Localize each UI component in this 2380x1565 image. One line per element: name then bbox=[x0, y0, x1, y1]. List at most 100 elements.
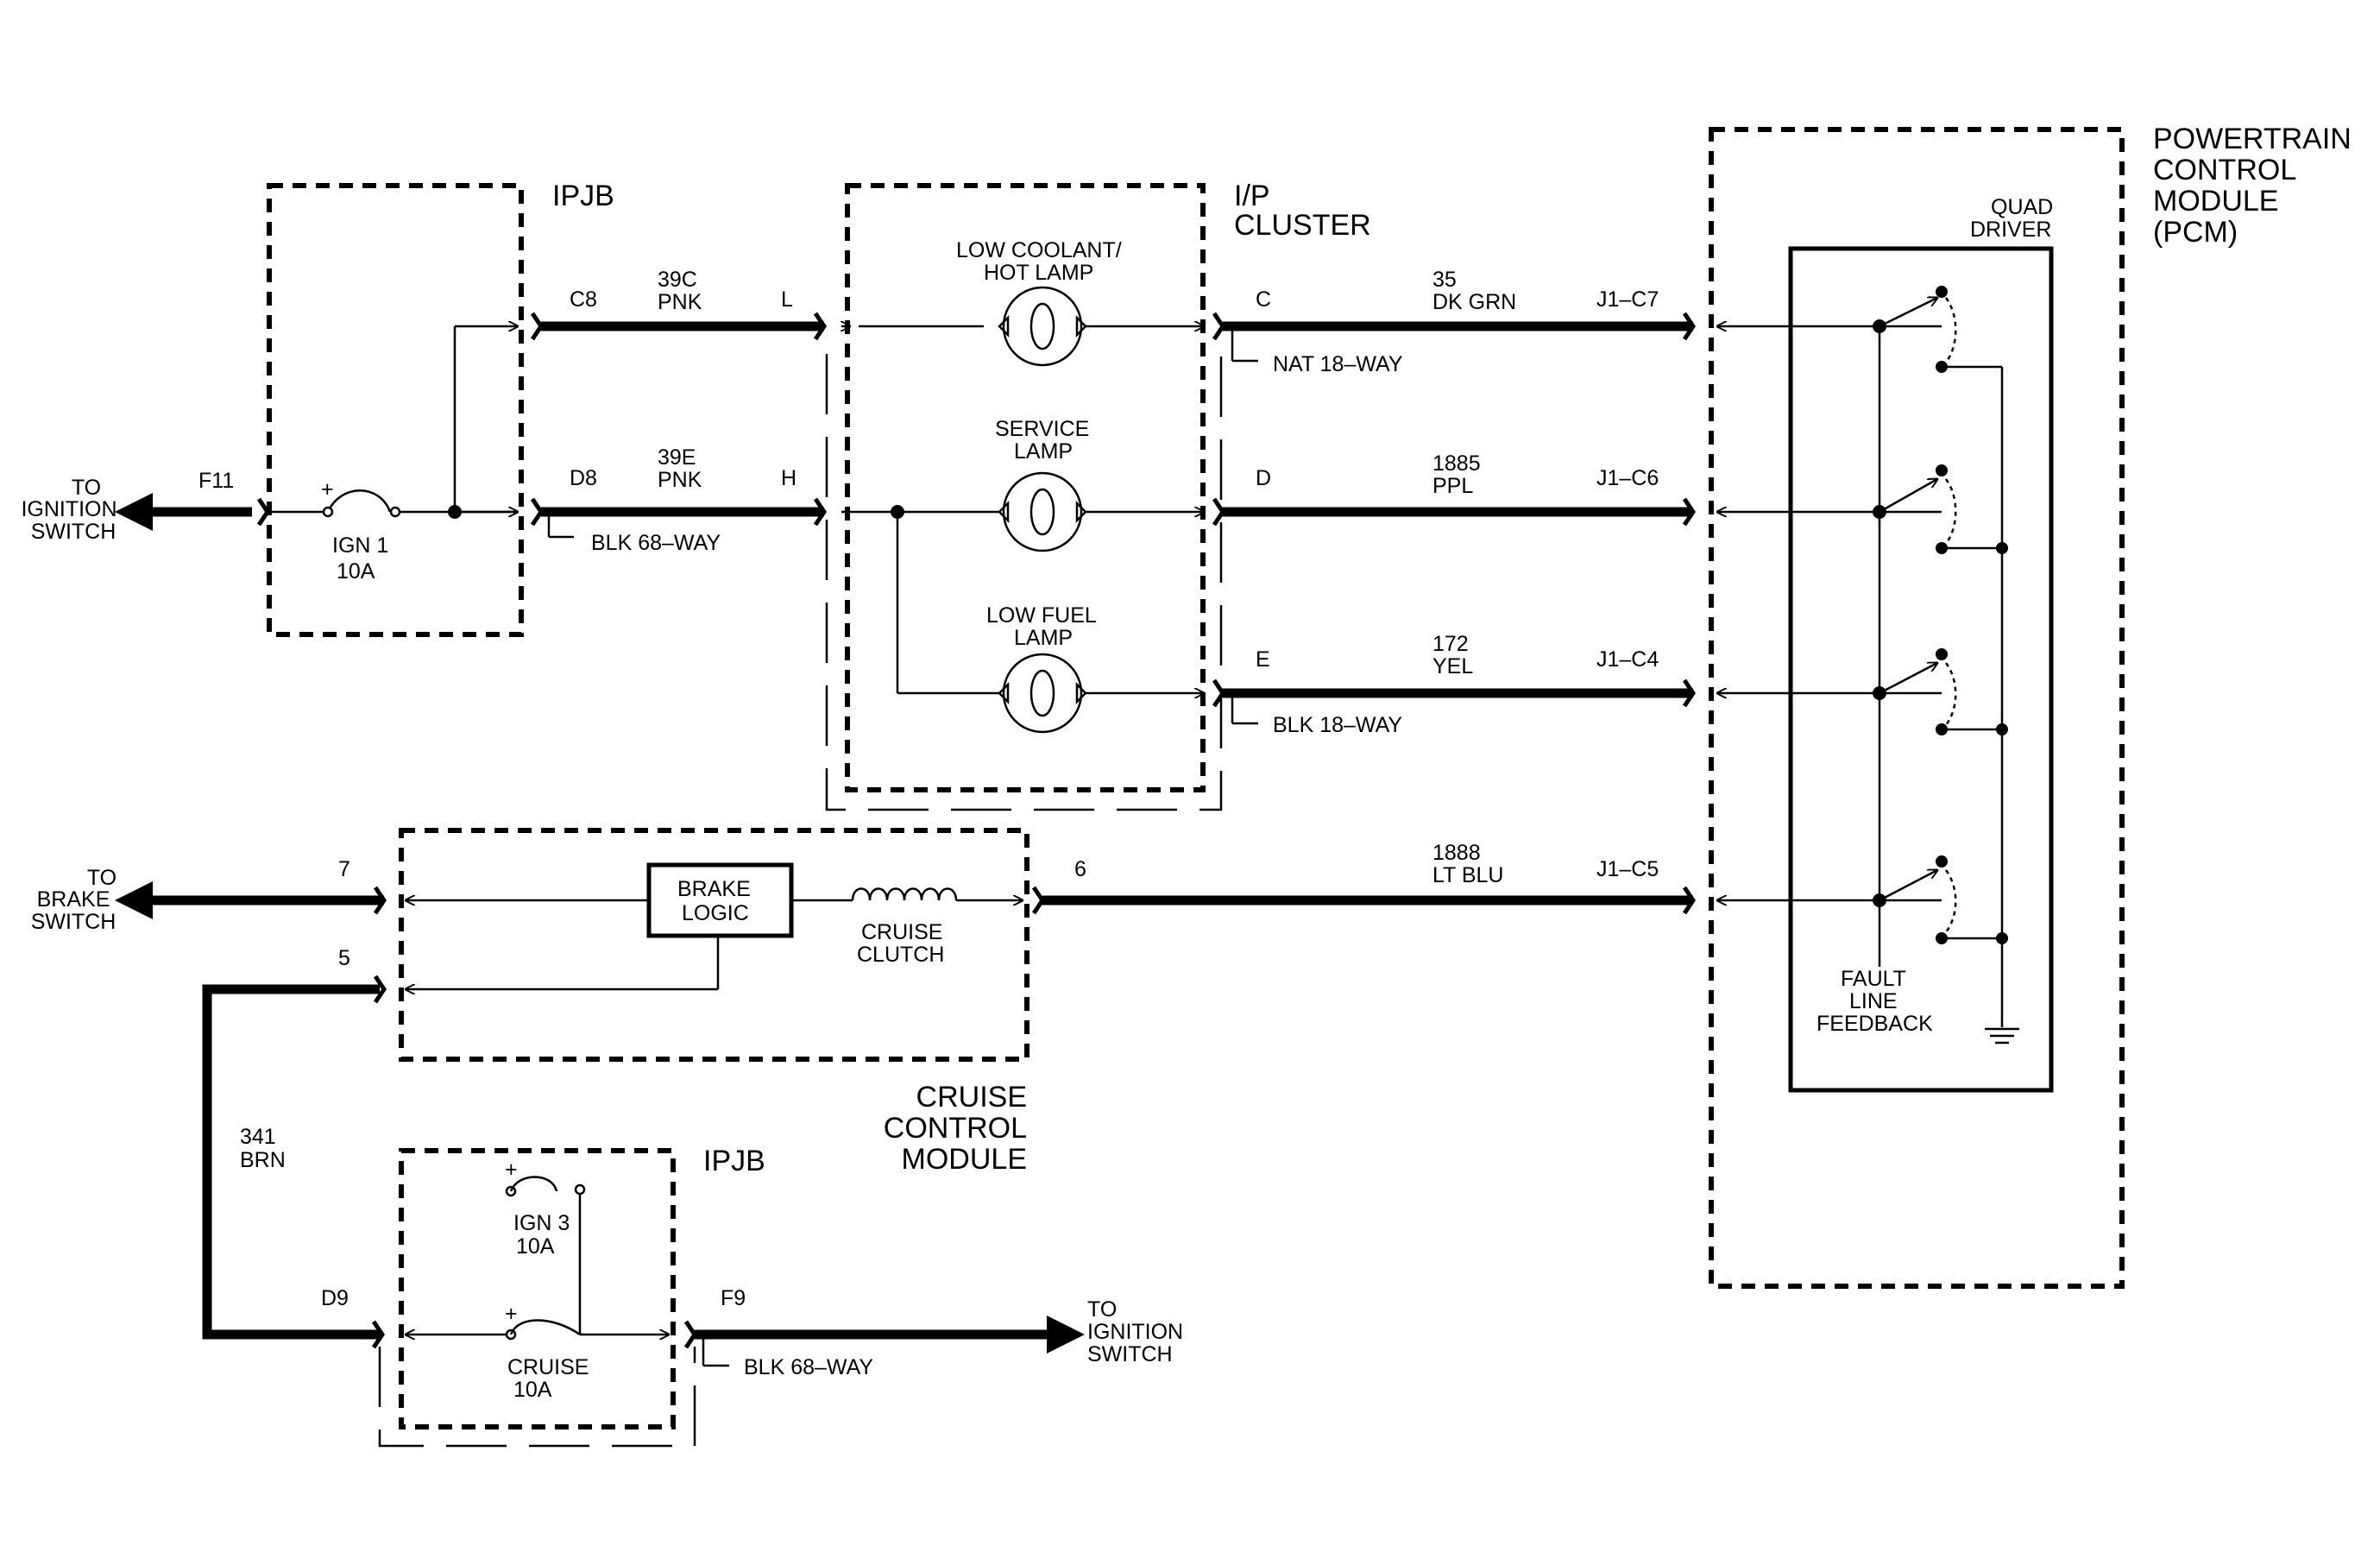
ipjb-top-label: IPJB bbox=[552, 180, 614, 212]
svg-text:E: E bbox=[1256, 647, 1270, 672]
svg-text:DK GRN: DK GRN bbox=[1432, 290, 1516, 314]
svg-text:LAMP: LAMP bbox=[1014, 439, 1073, 464]
svg-text:(PCM): (PCM) bbox=[2153, 216, 2238, 249]
svg-text:J1–C5: J1–C5 bbox=[1596, 857, 1659, 881]
ign3-label: IGN 3 bbox=[513, 1211, 570, 1235]
svg-text:172: 172 bbox=[1432, 632, 1469, 656]
svg-text:PNK: PNK bbox=[658, 468, 702, 492]
to-ignition-2-label: TO bbox=[1087, 1297, 1117, 1322]
service-lamp-label: SERVICE bbox=[995, 417, 1089, 441]
svg-text:10A: 10A bbox=[516, 1234, 555, 1259]
svg-text:35: 35 bbox=[1432, 268, 1457, 292]
svg-text:SWITCH: SWITCH bbox=[31, 910, 116, 934]
svg-text:H: H bbox=[781, 466, 796, 490]
low-fuel-lamp-icon bbox=[998, 653, 1087, 734]
driver-switch-3 bbox=[1873, 648, 2002, 735]
svg-text:LOGIC: LOGIC bbox=[682, 901, 749, 925]
brake-logic-label: BRAKE bbox=[677, 877, 751, 901]
ip-cluster-label-1: I/P bbox=[1234, 180, 1270, 212]
svg-text:PNK: PNK bbox=[658, 290, 702, 314]
svg-text:+: + bbox=[321, 477, 334, 502]
ip-cluster-label-2: CLUSTER bbox=[1234, 209, 1371, 242]
svg-text:YEL: YEL bbox=[1432, 654, 1473, 678]
svg-text:C: C bbox=[1256, 287, 1271, 312]
ipjb-bottom-module: IPJB + IGN 3 10A + CRUISE 10A F9 BLK 68–… bbox=[378, 1145, 1183, 1448]
to-brake-label: TO bbox=[87, 866, 116, 890]
svg-text:39E: 39E bbox=[658, 445, 696, 470]
blk18-label: BLK 18–WAY bbox=[1273, 713, 1402, 737]
ccm-label: CRUISE bbox=[916, 1081, 1027, 1114]
d9-label: D9 bbox=[321, 1286, 349, 1310]
svg-text:SWITCH: SWITCH bbox=[31, 520, 116, 544]
svg-text:LAMP: LAMP bbox=[1014, 626, 1073, 650]
svg-text:MODULE: MODULE bbox=[902, 1143, 1027, 1176]
cluster-pcm-wires: C 35 DK GRN J1–C7 NAT 18–WAY D 1885 PPL … bbox=[1212, 268, 1697, 737]
quad-driver-box bbox=[1788, 246, 2054, 1093]
svg-text:1888: 1888 bbox=[1432, 841, 1481, 865]
pcm-module: POWERTRAIN CONTROL MODULE (PCM) QUAD DRI… bbox=[1709, 123, 2352, 1289]
ip-cluster-module: I/P CLUSTER LOW COOLANT/ HOT LAMP SERVIC… bbox=[825, 180, 1371, 811]
ign1-label: IGN 1 bbox=[332, 533, 388, 558]
cruise-clutch-coil-icon bbox=[851, 887, 958, 901]
svg-text:10A: 10A bbox=[513, 1378, 552, 1402]
ipjb-cluster-wires: C8 39C PNK L D8 39E PNK H BLK 68–WAY bbox=[530, 268, 828, 555]
svg-text:CONTROL: CONTROL bbox=[884, 1112, 1027, 1145]
svg-text:L: L bbox=[781, 287, 793, 312]
svg-text:IGNITION: IGNITION bbox=[21, 497, 116, 521]
nat18-label: NAT 18–WAY bbox=[1273, 352, 1403, 376]
svg-text:10A: 10A bbox=[337, 559, 375, 584]
svg-text:39C: 39C bbox=[658, 268, 697, 292]
svg-text:6: 6 bbox=[1074, 857, 1086, 881]
coolant-lamp-label: LOW COOLANT/ bbox=[956, 238, 1122, 262]
svg-text:+: + bbox=[505, 1158, 518, 1182]
svg-text:D: D bbox=[1256, 466, 1271, 490]
f9-label: F9 bbox=[721, 1286, 746, 1310]
cruise-fuse-icon bbox=[509, 1319, 581, 1336]
ign3-fuse-icon bbox=[509, 1176, 558, 1192]
blk68-bottom-label: BLK 68–WAY bbox=[744, 1355, 873, 1379]
svg-text:BRAKE: BRAKE bbox=[37, 887, 110, 912]
svg-text:DRIVER: DRIVER bbox=[1970, 218, 2051, 242]
svg-text:SWITCH: SWITCH bbox=[1087, 1342, 1173, 1366]
c8-label: C8 bbox=[570, 287, 597, 312]
blk68-top-label: BLK 68–WAY bbox=[591, 531, 721, 555]
d8-label: D8 bbox=[570, 466, 597, 490]
svg-text:LT BLU: LT BLU bbox=[1432, 863, 1503, 887]
driver-switch-1 bbox=[1873, 286, 2002, 373]
svg-text:HOT LAMP: HOT LAMP bbox=[984, 261, 1093, 285]
ground-icon bbox=[1985, 1027, 2019, 1044]
driver-switch-4 bbox=[1873, 855, 2002, 944]
svg-text:LINE: LINE bbox=[1849, 989, 1898, 1013]
pcm-label: POWERTRAIN bbox=[2153, 123, 2352, 155]
svg-text:7: 7 bbox=[338, 857, 350, 881]
coolant-lamp-icon bbox=[998, 286, 1087, 367]
svg-text:J1–C4: J1–C4 bbox=[1596, 647, 1659, 672]
svg-text:FEEDBACK: FEEDBACK bbox=[1816, 1012, 1933, 1036]
svg-text:1885: 1885 bbox=[1432, 451, 1481, 476]
brake-logic-box bbox=[646, 862, 794, 938]
low-fuel-lamp-label: LOW FUEL bbox=[986, 603, 1097, 628]
cruise-fuse-label: CRUISE bbox=[507, 1355, 589, 1379]
to-ignition-label: TO bbox=[72, 476, 101, 500]
fault-feedback-label: FAULT bbox=[1841, 967, 1906, 991]
svg-text:BRN: BRN bbox=[240, 1148, 286, 1172]
svg-text:PPL: PPL bbox=[1432, 474, 1473, 498]
svg-text:J1–C7: J1–C7 bbox=[1596, 287, 1659, 312]
driver-switch-2 bbox=[1873, 464, 2002, 554]
svg-text:CLUTCH: CLUTCH bbox=[857, 943, 944, 967]
f11-label: F11 bbox=[198, 469, 234, 493]
svg-text:IGNITION: IGNITION bbox=[1087, 1320, 1183, 1344]
ipjb-top-module: IPJB TO IGNITION SWITCH F11 + IGN 1 10A bbox=[21, 180, 614, 637]
svg-text:+: + bbox=[505, 1302, 518, 1326]
cruise-control-module: CRUISE CONTROL MODULE TO BRAKE SWITCH 7 … bbox=[31, 828, 1697, 1176]
quad-driver-label: QUAD bbox=[1991, 195, 2053, 219]
svg-text:MODULE: MODULE bbox=[2153, 185, 2278, 218]
brn-wire-341: 341 BRN D9 bbox=[202, 984, 386, 1349]
svg-text:CONTROL: CONTROL bbox=[2153, 154, 2296, 186]
service-lamp-icon bbox=[998, 471, 1087, 552]
svg-text:J1–C6: J1–C6 bbox=[1596, 466, 1659, 490]
cruise-clutch-label: CRUISE bbox=[861, 920, 942, 944]
ign1-fuse-icon bbox=[326, 489, 392, 513]
svg-text:5: 5 bbox=[338, 946, 350, 970]
